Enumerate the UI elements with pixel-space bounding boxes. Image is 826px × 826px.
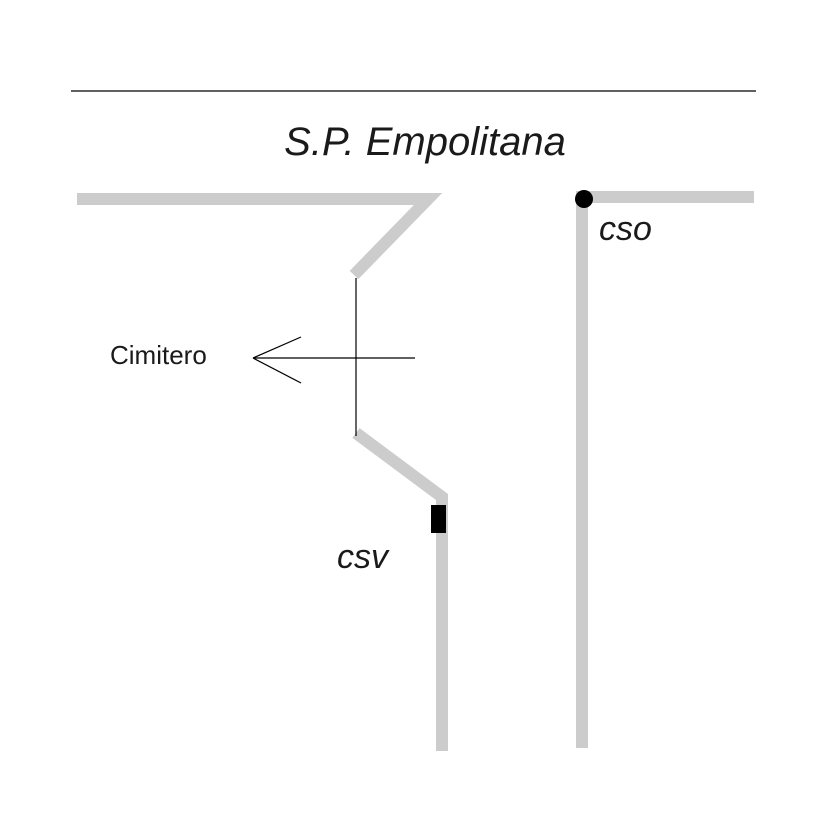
csv-label: csv <box>337 538 390 576</box>
road-right <box>576 191 754 748</box>
destination-label: Cimitero <box>110 340 207 370</box>
cso-marker-icon <box>575 190 593 208</box>
road-name-label: S.P. Empolitana <box>284 120 566 164</box>
arrow-left-icon <box>252 336 415 384</box>
road-left-upper <box>77 193 443 280</box>
cso-label: cso <box>599 210 652 248</box>
csv-marker-icon <box>431 505 446 533</box>
road-left-lower <box>352 428 448 751</box>
